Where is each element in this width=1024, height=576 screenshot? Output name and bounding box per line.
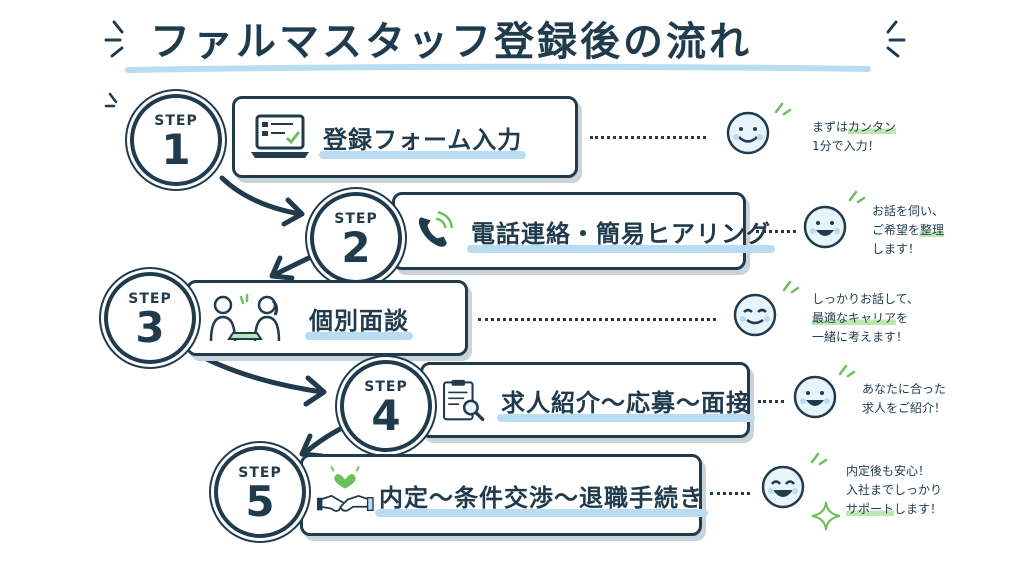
step-1-badge: STEP 1 [130,94,222,186]
arrow-4-to-5 [303,421,353,455]
arrow-1-to-2 [219,175,303,217]
step-1-note: まずはカンタン 1分で入力！ [812,120,897,153]
step-3-face-sparkle-icon [782,280,800,294]
arrow-3-to-4-head [303,375,327,407]
step-5-badge: STEP 5 [214,446,306,538]
step-1-dotted-line [590,136,706,139]
step-5-star-sparkle-icon [811,501,841,531]
step-5-word: STEP [238,465,282,481]
step-5-number: 5 [245,477,275,526]
step-4-face-sparkle-icon [838,364,856,378]
step-4-box: 求人紹介〜応募〜面接 [420,362,755,438]
step-3-box: 個別面談 [186,280,468,356]
step-3-badge: STEP 3 [104,272,196,364]
step-5-box: 内定〜条件交渉〜退職手続き [300,454,708,536]
phone-icon [418,211,453,247]
step-5-face-sparkle-icon [810,452,828,466]
step-2-note: お話を伺い、 ご希望を整理 します！ [872,204,945,256]
interview-people-icon [209,293,281,342]
step-4-label: 求人紹介〜応募〜面接 [497,383,755,422]
step-2-face-sparkle-icon [848,190,866,204]
step-2-label: 電話連絡・簡易ヒアリング [467,214,775,253]
step-5-note: 内定後も安心！ 入社までしっかり サポートします！ [846,464,943,516]
step-1-number: 1 [161,125,191,174]
step-2-smiley-icon [803,205,847,249]
step-4-word: STEP [364,379,408,395]
step-2-word: STEP [334,211,378,227]
step-3-dotted-line [478,318,716,321]
title-left-sparkle-icon [104,20,124,58]
arrow-2-to-3-head [269,255,295,281]
step-2-badge: STEP 2 [310,192,402,284]
step-5-dotted-line [710,492,750,495]
step-3-smiley-icon [733,293,777,337]
arrow-1-to-2-head [281,197,305,227]
step-1-box: 登録フォーム入力 [232,96,578,178]
title-underline [125,63,871,73]
step-1-face-sparkle-icon [774,102,792,116]
step-1-label: 登録フォーム入力 [318,120,527,159]
handshake-heart-icon [317,466,374,512]
step-4-note: あなたに合った 求人をご紹介！ [862,382,947,415]
step-2-dotted-line [756,230,796,233]
step-3-word: STEP [128,291,172,307]
step-4-dotted-line [758,400,784,403]
step-5-label: 内定〜条件交渉〜退職手続き [375,478,708,517]
step-4-smiley-icon [793,375,837,419]
step-3-label: 個別面談 [305,301,413,340]
step-1-word: STEP [154,113,198,129]
clipboard-search-icon [442,379,485,421]
title-right-sparkle-icon [886,20,906,58]
page-title: ファルマスタッフ登録後の流れ [150,19,752,65]
step-4-badge: STEP 4 [340,360,432,452]
laptop-form-icon [251,114,309,158]
step-2-box: 電話連絡・簡易ヒアリング [392,192,775,270]
step-1-smiley-icon [726,111,770,155]
step-5-smiley-icon [761,465,805,509]
step-2-number: 2 [341,223,371,272]
step-1-badge-sparkle-icon [104,92,118,108]
step-3-note: しっかりお話して、 最適なキャリアを 一緒に考えます！ [812,292,920,344]
step-3-number: 3 [135,303,165,352]
step-4-number: 4 [371,391,401,440]
